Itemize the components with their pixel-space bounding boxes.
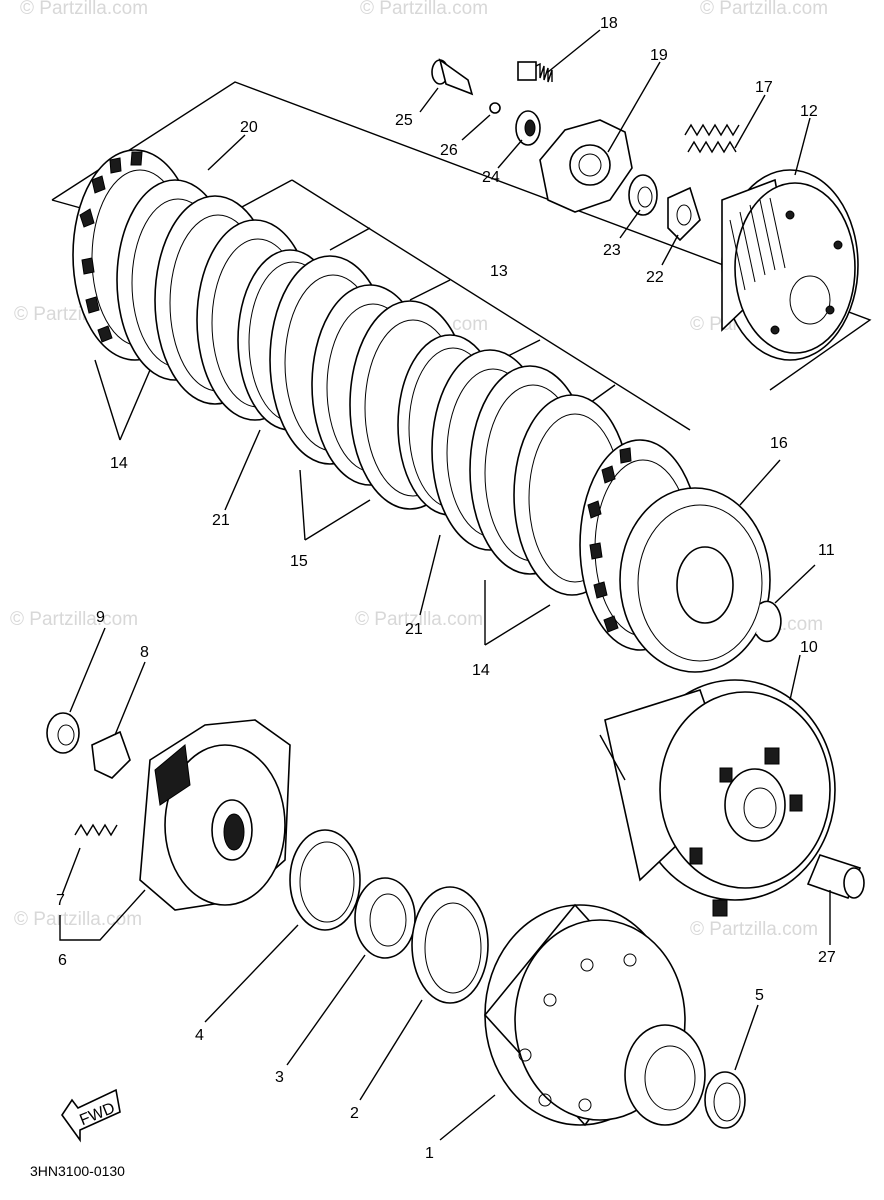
bearing	[354, 877, 416, 959]
callout-22: 22	[646, 269, 664, 286]
clutch-bolt	[517, 61, 553, 83]
callout-26: 26	[440, 142, 458, 159]
pressure-plate	[619, 487, 771, 673]
callout-6: 6	[58, 952, 67, 969]
callout-18: 18	[600, 15, 618, 32]
primary-drive-gear	[483, 903, 706, 1127]
callout-labels: 18 19 17 12 25 26 24 23 22 20 13 14 21 1…	[56, 15, 836, 1162]
callout-8: 8	[140, 644, 149, 661]
clutch-boss	[721, 169, 859, 361]
callout-4: 4	[195, 1027, 204, 1044]
thrust-washer	[704, 1071, 746, 1129]
callout-5: 5	[755, 987, 764, 1004]
callout-3: 3	[275, 1069, 284, 1086]
shim-washer	[289, 829, 361, 931]
spring	[74, 823, 118, 837]
callout-9: 9	[96, 609, 105, 626]
clutch-housing	[604, 679, 836, 917]
watermark: © Partzilla.com	[14, 909, 142, 930]
nut	[46, 712, 80, 754]
clutch-plate-stack	[72, 149, 701, 651]
bearing	[515, 110, 541, 146]
diagram-code: 3HN3100-0130	[30, 1163, 125, 1179]
callout-21: 21	[212, 512, 230, 529]
callout-25: 25	[395, 112, 413, 129]
centrifugal-clutch	[139, 719, 291, 911]
watermark: © Partzilla.com	[20, 0, 148, 19]
callout-14: 14	[110, 455, 128, 472]
watermark: © Partzilla.com	[360, 0, 488, 19]
sleeve	[806, 854, 865, 900]
ball	[489, 102, 501, 114]
watermark: © Partzilla.com	[690, 919, 818, 940]
callout-27: 27	[818, 949, 836, 966]
callout-10: 10	[800, 639, 818, 656]
callout-16: 16	[770, 435, 788, 452]
circlip	[755, 600, 782, 643]
watermark: © Partzilla.com	[700, 0, 828, 19]
callout-2: 2	[350, 1105, 359, 1122]
callout-1: 1	[425, 1145, 434, 1162]
callout-21: 21	[405, 621, 423, 638]
one-way-clutch-plate	[91, 730, 131, 779]
callout-23: 23	[603, 242, 621, 259]
clutch-spring	[684, 123, 740, 154]
callout-7: 7	[56, 892, 65, 909]
callout-14: 14	[472, 662, 490, 679]
callout-19: 19	[650, 47, 668, 64]
one-way-clutch	[411, 886, 489, 1004]
lock-washer	[667, 186, 701, 242]
leader-lines	[59, 29, 831, 1141]
callout-24: 24	[482, 169, 500, 186]
pressure-plate-retainer	[539, 119, 633, 213]
watermark: © Partzilla.com	[10, 609, 138, 630]
watermark: © Partzilla.com	[355, 609, 483, 630]
fwd-arrow-icon: FWD	[61, 1088, 121, 1143]
callout-17: 17	[755, 79, 773, 96]
callout-15: 15	[290, 553, 308, 570]
callout-12: 12	[800, 103, 818, 120]
washer	[628, 174, 658, 216]
leader-line	[599, 734, 626, 781]
callout-20: 20	[240, 119, 258, 136]
callout-11: 11	[818, 542, 835, 559]
push-rod	[431, 58, 474, 96]
callout-13: 13	[490, 263, 508, 280]
